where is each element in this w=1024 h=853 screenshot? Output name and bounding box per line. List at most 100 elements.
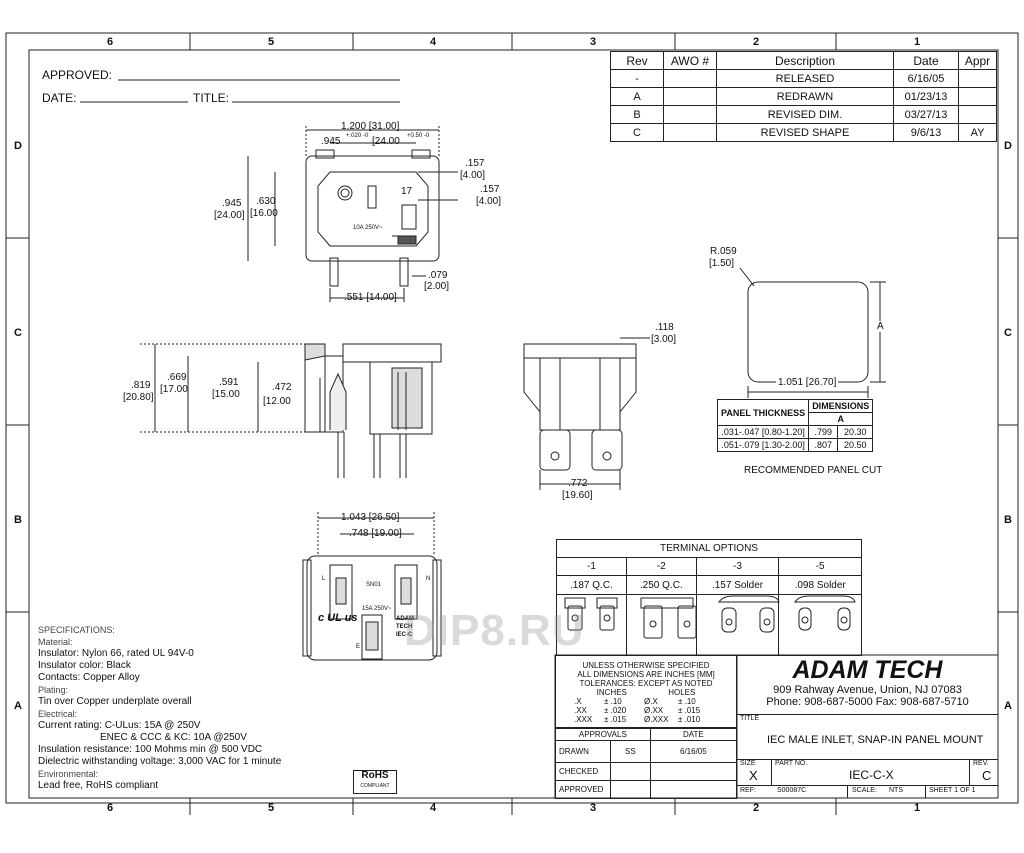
- face-label-n: N: [426, 576, 431, 582]
- panel-cut-table: PANEL THICKNESS DIMENSIONS A .031-.047 […: [716, 399, 874, 452]
- dimensions-header: DIMENSIONS: [808, 399, 874, 413]
- tol-cell: Ø.X: [644, 697, 658, 706]
- tol-cell: Ø.XXX: [644, 715, 669, 724]
- approved-label: APPROVED:: [42, 68, 113, 82]
- dim-118: .118: [655, 322, 674, 333]
- spec-electrical-label: Electrical:: [38, 709, 78, 719]
- terminal-type: .157 Solder: [695, 575, 780, 595]
- tol-line-2: ALL DIMENSIONS ARE INCHES [MM]: [577, 670, 715, 679]
- appr-cell: [958, 87, 997, 106]
- dim-height-overall-mm: [24.00]: [214, 210, 245, 221]
- company-address: 909 Rahway Avenue, Union, NJ 07083: [773, 684, 962, 696]
- thickness-cell: .051-.079 [1.30-2.00]: [716, 438, 810, 452]
- face-label-l: L: [322, 576, 326, 582]
- dim-panel-a: A: [877, 321, 884, 332]
- approved-date: [649, 780, 738, 799]
- approvals-header: APPROVALS: [555, 728, 651, 741]
- dim-157-b: .157: [480, 184, 500, 195]
- checked-date: [649, 762, 738, 781]
- checked-label: CHECKED: [555, 762, 611, 781]
- dim-157-a-mm: [4.00]: [460, 170, 486, 181]
- size-value: X: [749, 768, 758, 783]
- part-number: IEC-C-X: [849, 768, 894, 782]
- zone-top-6: 6: [107, 36, 114, 48]
- tol-cell: .X: [574, 697, 582, 706]
- face-brand-2: TECH: [396, 624, 413, 630]
- title-cell-label: TITLE: [740, 715, 760, 722]
- end-view-top: [523, 343, 637, 359]
- zone-side-d-right: D: [1004, 140, 1012, 152]
- rev-label: REV.: [973, 760, 989, 767]
- thickness-cell: .031-.047 [0.80-1.20]: [716, 425, 810, 439]
- revision-row: - RELEASED 6/16/05: [610, 69, 997, 88]
- dim-width-recess-mm-tol: +0.50 -0: [407, 133, 430, 139]
- revision-row: C REVISED SHAPE 9/6/13 AY: [610, 123, 997, 142]
- description-col-header: Description: [716, 51, 894, 70]
- rev-cell: REV. C: [969, 759, 999, 785]
- company-name: ADAM TECH: [792, 656, 943, 684]
- face-view-body: [306, 555, 438, 661]
- dim-pin-spacing: .551 [14.00]: [344, 292, 397, 303]
- face-brand-3: IEC-C: [396, 632, 413, 638]
- rev-cell: -: [610, 69, 664, 88]
- appr-cell: AY: [958, 123, 997, 142]
- zone-bottom-3: 3: [590, 802, 597, 814]
- dim-width-recess-tol: +.020 -0: [346, 133, 369, 139]
- spec-dielectric: Dielectric withstanding voltage: 3,000 V…: [38, 756, 282, 767]
- part-row: SIZE X PART NO. IEC-C-X REV. C: [737, 759, 998, 786]
- mm-cell: 20.30: [837, 425, 874, 439]
- face-brand-1: ADAM: [396, 616, 414, 622]
- dim-width-recess: .945: [321, 136, 341, 147]
- drawn-by: SS: [610, 740, 651, 763]
- awo-cell: [663, 69, 717, 88]
- terminal-code: -2: [625, 557, 697, 576]
- revision-row: B REVISED DIM. 03/27/13: [610, 105, 997, 124]
- spec-plating: Tin over Copper underplate overall: [38, 696, 192, 707]
- dim-079-mm: [2.00]: [424, 281, 450, 292]
- tol-inches-label: INCHES: [596, 688, 627, 697]
- ref-row: REF: S00087C SCALE: NTS SHEET 1 OF 1: [737, 785, 998, 798]
- tol-cell: ± .015: [604, 715, 627, 724]
- date-cell: 9/6/13: [893, 123, 959, 142]
- date-cell: 03/27/13: [893, 105, 959, 124]
- tol-cell: ± .010: [678, 715, 701, 724]
- ul-mark: c UL us: [318, 612, 358, 624]
- part-no-label: PART NO.: [775, 760, 808, 767]
- spec-insulator-color: Insulator color: Black: [38, 660, 131, 671]
- dim-819-mm: [20.80]: [123, 392, 154, 403]
- dim-face-width: 1.043 [26.50]: [341, 512, 400, 523]
- dim-591-mm: [15.00: [212, 389, 240, 400]
- spec-lead-free: Lead free, RoHS compliant: [38, 780, 159, 791]
- awo-cell: [663, 123, 717, 142]
- terminal-type: .187 Q.C.: [556, 575, 627, 595]
- ref-value: S00087C: [777, 787, 807, 794]
- dim-panel-width: 1.051 [26.70]: [776, 377, 839, 388]
- rohs-text: RoHS: [361, 770, 389, 781]
- zone-top-5: 5: [268, 36, 275, 48]
- watermark: DIP8.RU: [404, 606, 585, 655]
- spec-insulation: Insulation resistance: 100 Mohms min @ 5…: [38, 744, 263, 755]
- inch-cell: .807: [808, 438, 839, 452]
- face-label-rating: 15A 250V~: [362, 606, 392, 612]
- spec-contacts: Contacts: Copper Alloy: [38, 672, 140, 683]
- tol-cell: .XX: [574, 706, 587, 715]
- spec-material-label: Material:: [38, 637, 73, 647]
- revision-table: Rev AWO # Description Date Appr - RELEAS…: [610, 51, 997, 142]
- dim-height-overall: .945: [222, 198, 242, 209]
- spec-plating-label: Plating:: [38, 685, 69, 695]
- spec-current-2: ENEC & CCC & KC: 10A @250V: [100, 732, 247, 743]
- dim-772-mm: [19.60]: [562, 490, 593, 501]
- awo-cell: [663, 87, 717, 106]
- dim-face-pin: .748 [19.00]: [349, 528, 402, 539]
- terminal-drawing-cell: [695, 594, 780, 656]
- revision-row: A REDRAWN 01/23/13: [610, 87, 997, 106]
- date-label: DATE:: [42, 91, 77, 105]
- size-cell: SIZE X: [737, 759, 772, 785]
- spec-current: Current rating: C-ULus: 15A @ 250V: [38, 720, 201, 731]
- face-label-code: SN01: [366, 582, 382, 588]
- appr-cell: [958, 105, 997, 124]
- panel-cut-shape: [747, 281, 869, 383]
- desc-cell: REVISED SHAPE: [716, 123, 894, 142]
- zone-bottom-4: 4: [430, 802, 437, 814]
- appr-col-header: Appr: [958, 51, 997, 70]
